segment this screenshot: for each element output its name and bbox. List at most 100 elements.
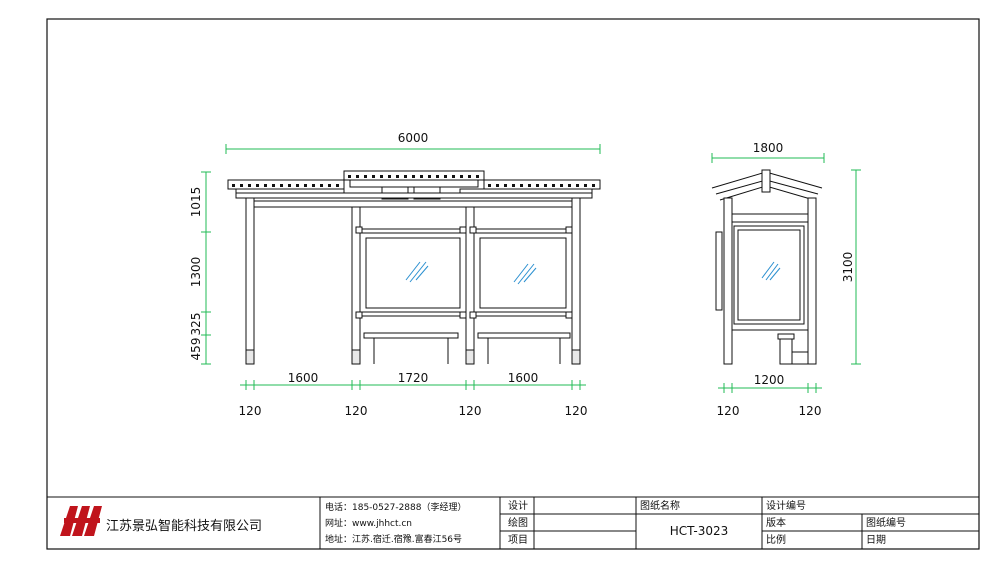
front-height-bench: 325 bbox=[189, 313, 203, 336]
roof-louver bbox=[460, 175, 463, 178]
sheet-border bbox=[46, 18, 980, 550]
side-post-width-1: 120 bbox=[717, 404, 740, 418]
roof-louver bbox=[504, 184, 507, 187]
side-panel-glass bbox=[737, 229, 801, 321]
label-scale: 比例 bbox=[766, 533, 786, 546]
label-drawing: 绘图 bbox=[508, 516, 528, 529]
roof-louver bbox=[576, 184, 579, 187]
label-drawing-no: 图纸编号 bbox=[866, 516, 906, 529]
roof-louver bbox=[364, 175, 367, 178]
side-view bbox=[711, 169, 823, 365]
contact-phone: 电话：185-0527-2888（李经理） bbox=[325, 501, 466, 513]
roof-louver bbox=[388, 175, 391, 178]
roof-louver bbox=[272, 184, 275, 187]
roof-louver bbox=[372, 175, 375, 178]
front-panel-right-frame bbox=[473, 228, 573, 317]
label-date: 日期 bbox=[866, 534, 886, 546]
side-overall-width: 1800 bbox=[753, 141, 784, 155]
side-panel-frame bbox=[733, 225, 805, 325]
roof-louver bbox=[264, 184, 267, 187]
front-height-base: 459 bbox=[189, 338, 203, 361]
front-post-1 bbox=[245, 197, 255, 365]
side-sign bbox=[715, 231, 723, 311]
roof-louver bbox=[560, 184, 563, 187]
label-version: 版本 bbox=[766, 516, 786, 529]
side-dimensions bbox=[711, 153, 861, 393]
front-bench-left bbox=[363, 332, 459, 339]
side-post-width-2: 120 bbox=[799, 404, 822, 418]
side-post-right bbox=[807, 197, 817, 365]
roof-louver bbox=[420, 175, 423, 178]
roof-louver bbox=[328, 184, 331, 187]
roof-louver bbox=[568, 184, 571, 187]
roof-louver bbox=[296, 184, 299, 187]
roof-louver bbox=[304, 184, 307, 187]
roof-louver bbox=[488, 184, 491, 187]
title-block bbox=[47, 496, 979, 549]
roof-louver bbox=[396, 175, 399, 178]
front-dimensions bbox=[201, 144, 601, 390]
drawing-name-value: HCT-3023 bbox=[670, 524, 729, 538]
roof-louver bbox=[520, 184, 523, 187]
roof-louver bbox=[436, 175, 439, 178]
front-roof-right bbox=[483, 179, 601, 190]
label-project: 项目 bbox=[508, 534, 528, 546]
front-overall-width: 6000 bbox=[398, 131, 429, 145]
front-span-3: 1600 bbox=[508, 371, 539, 385]
front-panel-left-frame bbox=[359, 228, 467, 317]
roof-louver bbox=[356, 175, 359, 178]
roof-louver bbox=[404, 175, 407, 178]
side-overall-height: 3100 bbox=[841, 252, 855, 283]
label-design: 设计 bbox=[508, 499, 528, 512]
roof-louver bbox=[536, 184, 539, 187]
roof-louvers bbox=[232, 175, 595, 187]
contact-website: 网址：www.jhhct.cn bbox=[325, 517, 412, 529]
front-post-width-4: 120 bbox=[565, 404, 588, 418]
roof-louver bbox=[512, 184, 515, 187]
roof-louver bbox=[336, 184, 339, 187]
company-name: 江苏景弘智能科技有限公司 bbox=[106, 518, 262, 534]
roof-louver bbox=[584, 184, 587, 187]
front-height-panel: 1300 bbox=[189, 257, 203, 288]
front-post-width-2: 120 bbox=[345, 404, 368, 418]
roof-louver bbox=[320, 184, 323, 187]
roof-louver bbox=[544, 184, 547, 187]
roof-louver bbox=[380, 175, 383, 178]
roof-louver bbox=[232, 184, 235, 187]
front-panel-right-glass bbox=[479, 237, 567, 309]
roof-louver bbox=[312, 184, 315, 187]
front-post-4 bbox=[571, 197, 581, 365]
front-panel-left-glass bbox=[365, 237, 461, 309]
front-bench-right bbox=[477, 332, 571, 339]
roof-louver bbox=[280, 184, 283, 187]
roof-louver bbox=[528, 184, 531, 187]
roof-louver bbox=[348, 175, 351, 178]
front-height-roof: 1015 bbox=[189, 187, 203, 218]
roof-louver bbox=[412, 175, 415, 178]
company-logo bbox=[60, 506, 102, 536]
roof-louver bbox=[552, 184, 555, 187]
roof-louver bbox=[476, 175, 479, 178]
front-main-beam bbox=[235, 192, 593, 199]
roof-louver bbox=[592, 184, 595, 187]
roof-louver bbox=[428, 175, 431, 178]
side-base-width: 1200 bbox=[754, 373, 785, 387]
label-drawing-name: 图纸名称 bbox=[640, 499, 680, 512]
front-roof-left bbox=[227, 179, 345, 190]
front-glass-hatch bbox=[405, 261, 537, 285]
side-post-left bbox=[723, 197, 733, 365]
side-bench bbox=[777, 333, 795, 340]
roof-louver bbox=[444, 175, 447, 178]
front-span-2: 1720 bbox=[398, 371, 429, 385]
contact-address: 地址：江苏.宿迁.宿豫.富春江56号 bbox=[325, 533, 462, 545]
roof-louver bbox=[496, 184, 499, 187]
roof-louver bbox=[248, 184, 251, 187]
side-glass-hatch bbox=[761, 261, 781, 281]
roof-louver bbox=[240, 184, 243, 187]
front-post-width-1: 120 bbox=[239, 404, 262, 418]
roof-louver bbox=[452, 175, 455, 178]
roof-louver bbox=[468, 175, 471, 178]
front-post-width-3: 120 bbox=[459, 404, 482, 418]
roof-louver bbox=[288, 184, 291, 187]
